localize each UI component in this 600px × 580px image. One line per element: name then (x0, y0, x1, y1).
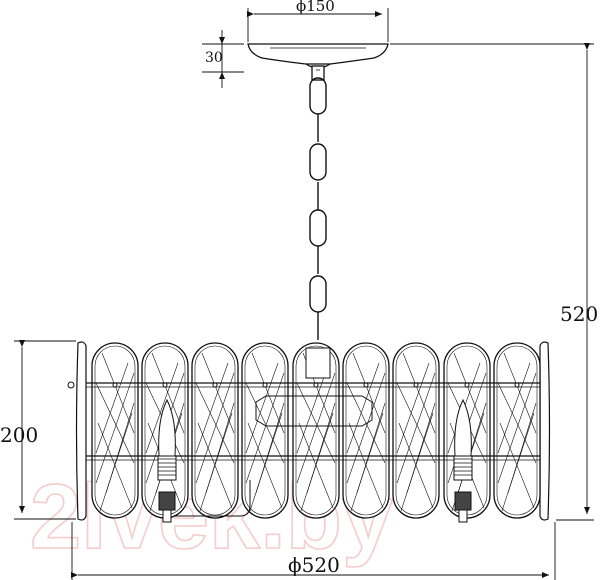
end-plate-left (75, 341, 87, 521)
crystal-panel (392, 342, 440, 519)
dimension-shade-diameter (71, 522, 556, 580)
dimension-canopy-height (202, 30, 244, 88)
rivet (514, 382, 520, 388)
crystal-panel (241, 342, 289, 519)
rivet (212, 382, 218, 388)
label-canopy-diameter: ϕ150 (296, 0, 335, 15)
bulb-right (453, 398, 473, 523)
label-shade-height: 200 (0, 423, 38, 447)
chain-link (309, 143, 327, 181)
hanger-bracket (305, 347, 331, 379)
crystal-panel (191, 342, 239, 519)
chain-link (309, 275, 327, 313)
dimension-canopy-diameter (247, 8, 389, 42)
label-shade-diameter: ϕ520 (288, 553, 340, 577)
chain (309, 77, 327, 340)
crystal-panel (91, 342, 139, 519)
label-total-height: 520 (560, 302, 598, 326)
dimension-shade-height (14, 340, 76, 520)
rivet (363, 382, 369, 388)
rivet (464, 382, 470, 388)
chain-link (309, 77, 327, 115)
crystal-panel (493, 342, 541, 519)
rivet (313, 382, 319, 388)
crystal-panel (342, 342, 390, 519)
lower-arm (175, 480, 251, 517)
dimension-total-height (390, 43, 594, 521)
side-screw (67, 381, 75, 389)
rivet (413, 382, 419, 388)
rivet (162, 382, 168, 388)
ceiling-canopy (247, 43, 389, 81)
bulb-left (157, 398, 177, 523)
chain-link (309, 209, 327, 247)
rivet (262, 382, 268, 388)
end-plate-right (539, 341, 551, 521)
center-frame (255, 395, 373, 427)
rivet (112, 382, 118, 388)
lamp-shade (67, 341, 551, 523)
label-canopy-height: 30 (205, 50, 223, 66)
